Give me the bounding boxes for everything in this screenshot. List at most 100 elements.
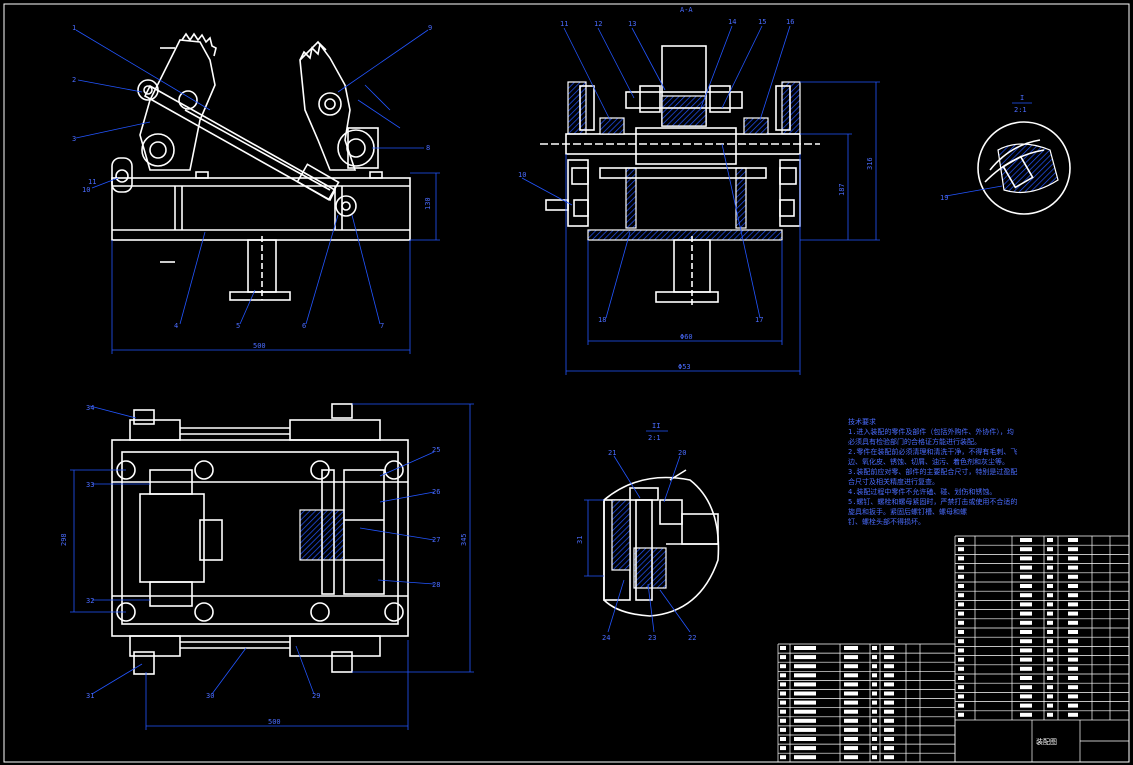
parts-list-cell-mark xyxy=(844,682,858,687)
tech-note-5: 3.装配前应对零、部件的主要配合尺寸，特别是过盈配 xyxy=(848,467,1017,476)
parts-list-cell-mark xyxy=(1020,547,1032,552)
parts-list-cell-mark xyxy=(958,584,964,588)
parts-list-cell-mark xyxy=(958,565,964,570)
parts-list-cell-mark xyxy=(884,755,894,760)
section-leader-10: 10 xyxy=(518,171,526,179)
parts-list-cell-mark xyxy=(1068,676,1078,680)
parts-list-cell-mark xyxy=(1047,657,1053,662)
top-dim-500: 500 xyxy=(268,718,281,726)
front-dim-width: 500 xyxy=(253,342,266,350)
section-leader-12: 12 xyxy=(594,20,602,28)
top-leader-25: 25 xyxy=(432,446,440,454)
technical-requirements: 技术要求 1.进入装配的零件及部件（包括外购件、外协件），均 必须具有检验部门的… xyxy=(848,417,1017,526)
parts-list-cell-mark xyxy=(1020,593,1032,598)
drawing-border xyxy=(3,3,1130,763)
parts-list-cell-mark xyxy=(794,718,816,723)
detail-ii-title: II xyxy=(652,422,660,430)
parts-list-cell-mark xyxy=(958,602,964,607)
section-dim-316: 316 xyxy=(866,157,874,170)
parts-list-cell-mark xyxy=(1068,639,1078,644)
parts-list-cell-mark xyxy=(884,727,894,732)
parts-list-cell-mark xyxy=(958,556,964,561)
detail-ii-leader-21: 21 xyxy=(608,449,616,457)
front-leader-8: 8 xyxy=(426,144,430,152)
parts-list-cell-mark xyxy=(844,737,858,741)
detail-i-scale: 2:1 xyxy=(1014,106,1027,114)
parts-list-cell-mark xyxy=(780,718,786,723)
parts-list-cell-mark xyxy=(958,611,964,616)
parts-list-cell-mark xyxy=(1047,574,1053,579)
top-leader-26: 26 xyxy=(432,488,440,496)
parts-list-cell-mark xyxy=(844,655,858,660)
parts-list-cell-mark xyxy=(1047,630,1053,634)
section-leader-17: 17 xyxy=(755,316,763,324)
parts-list-cell-mark xyxy=(958,547,964,552)
top-leader-29: 29 xyxy=(312,692,320,700)
parts-list-cell-mark xyxy=(844,746,858,751)
parts-list-cell-mark xyxy=(780,746,786,751)
detail-ii-scale: 2:1 xyxy=(648,434,661,442)
parts-list-cell-mark xyxy=(1068,611,1078,616)
top-dim-298: 298 xyxy=(60,533,68,546)
parts-list-cell-mark xyxy=(1020,611,1032,616)
parts-list-cell-mark xyxy=(1020,602,1032,607)
parts-list-cell-mark xyxy=(1068,666,1078,671)
parts-list-cell-mark xyxy=(958,538,964,542)
parts-list-cell-mark xyxy=(1047,648,1053,653)
parts-list-cell-mark xyxy=(794,755,816,760)
parts-list-cell-mark xyxy=(1068,547,1078,552)
parts-list-cell-mark xyxy=(1047,703,1053,708)
parts-list-cell-mark xyxy=(1020,685,1032,690)
parts-list-cell-mark xyxy=(794,655,816,660)
front-leader-10: 10 xyxy=(82,186,90,194)
parts-list-cell-mark xyxy=(884,646,894,650)
parts-list-cell-mark xyxy=(844,673,858,678)
section-leader-14: 14 xyxy=(728,18,736,26)
parts-list-cell-mark xyxy=(844,727,858,732)
parts-list-cell-mark xyxy=(872,737,877,741)
parts-list-cell-mark xyxy=(1068,685,1078,690)
parts-list-cell-mark xyxy=(1068,630,1078,634)
parts-list-cell-mark xyxy=(794,700,816,705)
front-leader-2: 2 xyxy=(72,76,76,84)
title-block-drawing-title: 装配图 xyxy=(1036,737,1057,746)
tech-note-0: 技术要求 xyxy=(848,417,876,426)
parts-list-cell-mark xyxy=(884,746,894,751)
top-leader-28: 28 xyxy=(432,581,440,589)
parts-list-cell-mark xyxy=(780,709,786,714)
parts-list-cell-mark xyxy=(1068,593,1078,598)
section-leader-15: 15 xyxy=(758,18,766,26)
section-leader-11: 11 xyxy=(560,20,568,28)
parts-list-cell-mark xyxy=(1068,620,1078,625)
detail-view-i: I 2:1 19 xyxy=(940,94,1071,215)
parts-list-cell-mark xyxy=(872,646,877,650)
parts-list-cell-mark xyxy=(1020,556,1032,561)
detail-ii-leader-23: 23 xyxy=(648,634,656,642)
parts-list-cell-mark xyxy=(884,673,894,678)
front-leader-7: 7 xyxy=(380,322,384,330)
parts-list-cell-mark xyxy=(794,682,816,687)
parts-list-cell-mark xyxy=(1020,620,1032,625)
parts-list-cell-mark xyxy=(1020,666,1032,671)
parts-list-cell-mark xyxy=(1047,620,1053,625)
parts-list-cell-mark xyxy=(1068,584,1078,588)
parts-list-cell-mark xyxy=(872,727,877,732)
parts-list-cell-mark xyxy=(1047,556,1053,561)
parts-list-cell-mark xyxy=(1068,694,1078,699)
parts-list-cell-mark xyxy=(872,718,877,723)
parts-list-cell-mark xyxy=(1020,630,1032,634)
parts-list-cell-mark xyxy=(884,737,894,741)
top-leader-30: 30 xyxy=(206,692,214,700)
parts-list-cell-mark xyxy=(1068,657,1078,662)
parts-list-cell-mark xyxy=(780,646,786,650)
tech-note-1: 1.进入装配的零件及部件（包括外购件、外协件），均 xyxy=(848,427,1014,436)
parts-list-cell-mark xyxy=(1020,676,1032,680)
parts-list-cell-mark xyxy=(872,682,877,687)
parts-list-cell-mark xyxy=(1047,639,1053,644)
parts-list-cell-mark xyxy=(794,727,816,732)
parts-list-cell-mark xyxy=(1047,538,1053,542)
parts-list-cell-mark xyxy=(884,700,894,705)
parts-list-cell-mark xyxy=(958,666,964,671)
tech-note-6: 合尺寸及相关精度进行复查。 xyxy=(848,477,939,486)
parts-list-cell-mark xyxy=(1068,556,1078,561)
